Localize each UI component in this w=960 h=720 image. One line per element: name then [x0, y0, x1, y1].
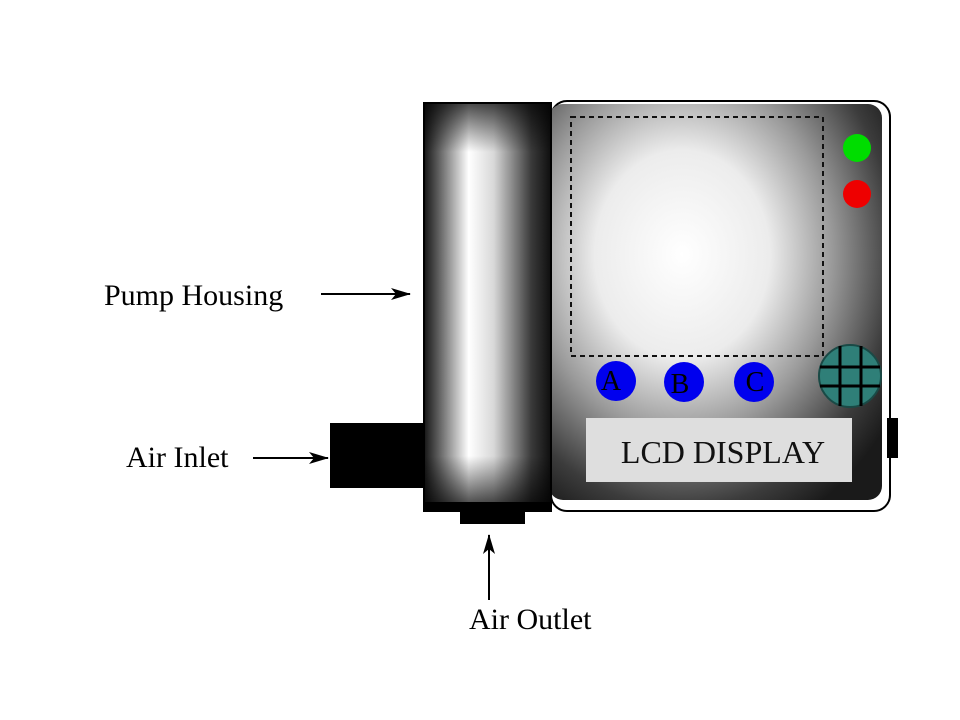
air-outlet-label: Air Outlet — [469, 603, 592, 636]
side-connector — [887, 418, 898, 458]
pump-housing-label: Pump Housing — [104, 279, 283, 312]
button-b-label: B — [671, 369, 690, 400]
button-a-label: A — [601, 366, 622, 397]
hash-grid-icon[interactable] — [818, 344, 882, 408]
pump-housing — [423, 102, 552, 512]
air-inlet-block — [330, 423, 426, 488]
button-c-label: C — [746, 367, 765, 398]
indicator-light-bottom — [843, 180, 871, 208]
button-b[interactable]: B — [664, 362, 704, 402]
lcd-display-text: LCD DISPLAY — [621, 434, 825, 470]
button-a[interactable]: A — [596, 361, 636, 401]
lcd-display — [586, 418, 852, 482]
screen-area — [570, 116, 824, 357]
indicator-light-top — [843, 134, 871, 162]
button-c[interactable]: C — [734, 362, 774, 402]
control-body — [549, 104, 882, 500]
air-inlet-label: Air Inlet — [126, 441, 229, 474]
